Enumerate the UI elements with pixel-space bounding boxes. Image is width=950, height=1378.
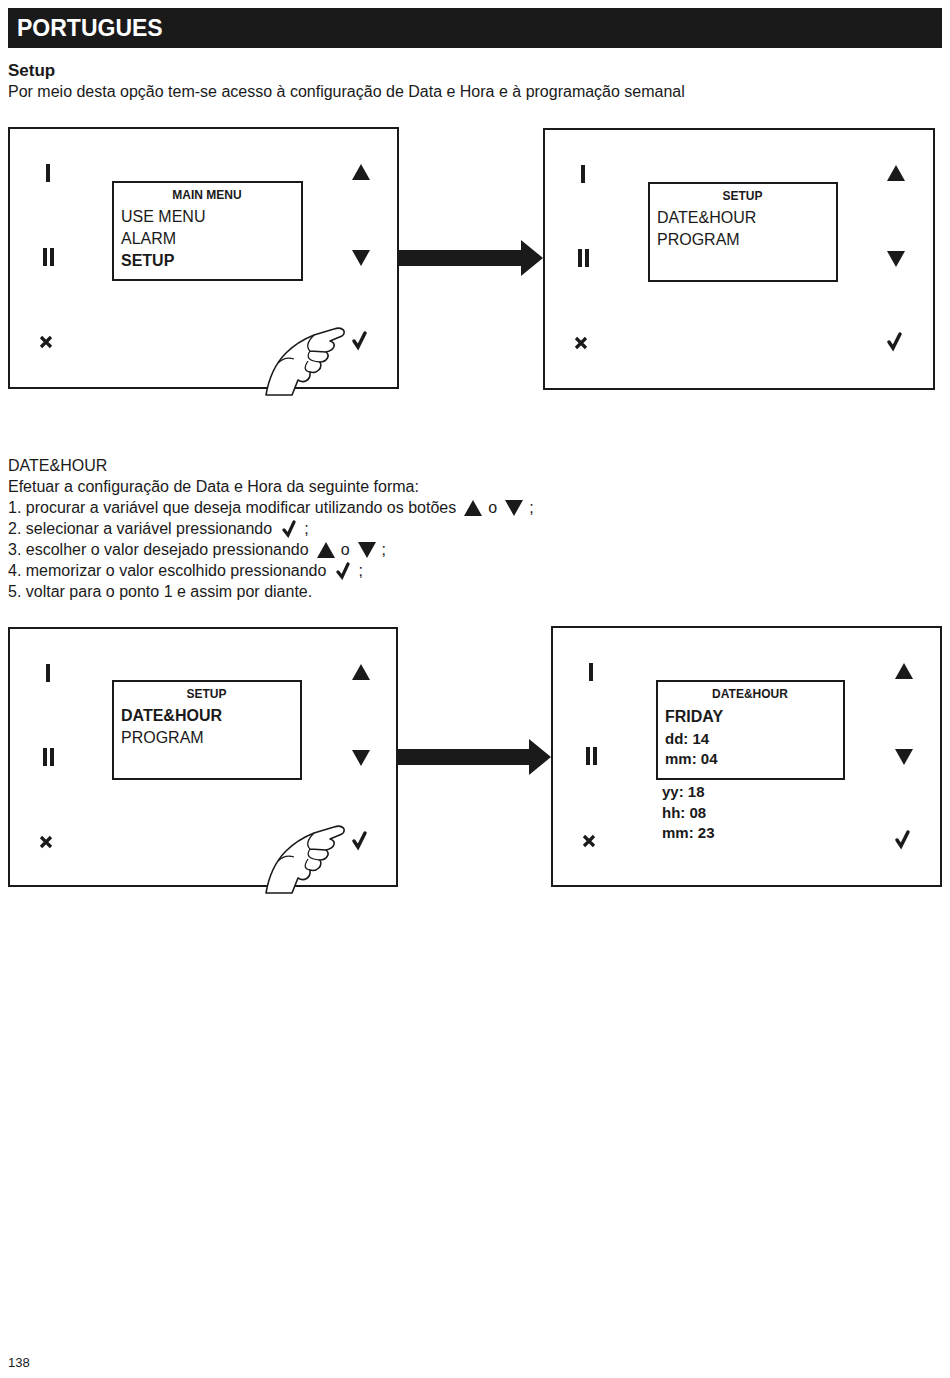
lcd-screen: DATE&HOUR FRIDAYdd: 14mm: 04 xyxy=(656,680,845,780)
menu-item: ALARM xyxy=(121,228,293,250)
arrow-icon xyxy=(358,541,376,559)
panel-buttons xyxy=(41,664,370,847)
body-text: 2. selecionar a variável pressionando xyxy=(8,519,272,539)
menu-item: PROGRAM xyxy=(121,727,292,749)
menu-item: DATE&HOUR xyxy=(121,705,292,727)
hand-icon xyxy=(266,826,344,893)
lcd-screen: MAIN MENU USE MENUALARMSETUP xyxy=(112,181,303,281)
display-value: hh: 08 xyxy=(662,803,706,823)
menu-item: USE MENU xyxy=(121,206,293,228)
device-panel: SETUP DATE&HOURPROGRAM xyxy=(8,627,398,887)
check-icon xyxy=(280,520,298,538)
hand-icon xyxy=(266,328,344,395)
body-text: 3. escolher o valor desejado pressionand… xyxy=(8,540,309,560)
lcd-screen: SETUP DATE&HOURPROGRAM xyxy=(112,680,302,780)
arrow-icon xyxy=(505,499,523,517)
body-text: Por meio desta opção tem-se acesso à con… xyxy=(8,82,685,102)
screen-heading: SETUP xyxy=(121,686,292,702)
flow-arrow xyxy=(399,240,543,276)
menu-item: SETUP xyxy=(121,250,293,272)
body-text: ; xyxy=(382,540,386,560)
body-text: o xyxy=(488,498,497,518)
device-panel: SETUP DATE&HOURPROGRAM xyxy=(543,128,935,390)
menu-item: PROGRAM xyxy=(657,229,828,251)
display-value: mm: 23 xyxy=(662,823,715,843)
menu-item: mm: 04 xyxy=(665,749,835,769)
menu-item: DATE&HOUR xyxy=(657,207,828,229)
body-text: 5. voltar para o ponto 1 e assim por dia… xyxy=(8,582,312,602)
flow-arrow xyxy=(398,739,551,775)
body-text: ; xyxy=(358,561,362,581)
section-heading: Setup xyxy=(8,61,55,81)
device-panel: MAIN MENU USE MENUALARMSETUP xyxy=(8,127,399,389)
body-text: Efetuar a configuração de Data e Hora da… xyxy=(8,477,419,497)
screen-heading: DATE&HOUR xyxy=(665,686,835,702)
menu-item: FRIDAY xyxy=(665,705,835,729)
screen-heading: MAIN MENU xyxy=(121,187,293,203)
panel-buttons xyxy=(584,663,913,846)
menu-item: dd: 14 xyxy=(665,729,835,749)
body-text: ; xyxy=(304,519,308,539)
check-icon xyxy=(334,562,352,580)
lcd-screen: SETUP DATE&HOURPROGRAM xyxy=(648,182,838,282)
body-text: 1. procurar a variável que deseja modifi… xyxy=(8,498,456,518)
display-value: yy: 18 xyxy=(662,782,705,802)
panel-buttons xyxy=(41,164,370,347)
screen-heading: SETUP xyxy=(657,188,828,204)
panel-buttons xyxy=(576,165,905,348)
arrow-icon xyxy=(464,499,482,517)
body-text: ; xyxy=(529,498,533,518)
body-text: o xyxy=(341,540,350,560)
title-band: PORTUGUES xyxy=(8,8,942,48)
section-title: PORTUGUES xyxy=(8,8,942,48)
arrow-icon xyxy=(317,541,335,559)
body-text: DATE&HOUR xyxy=(8,456,107,476)
body-text: 4. memorizar o valor escolhido pressiona… xyxy=(8,561,326,581)
page-number: 138 xyxy=(8,1353,30,1373)
device-panel: yy: 18hh: 08mm: 23 DATE&HOUR FRIDAYdd: 14m… xyxy=(551,626,942,887)
